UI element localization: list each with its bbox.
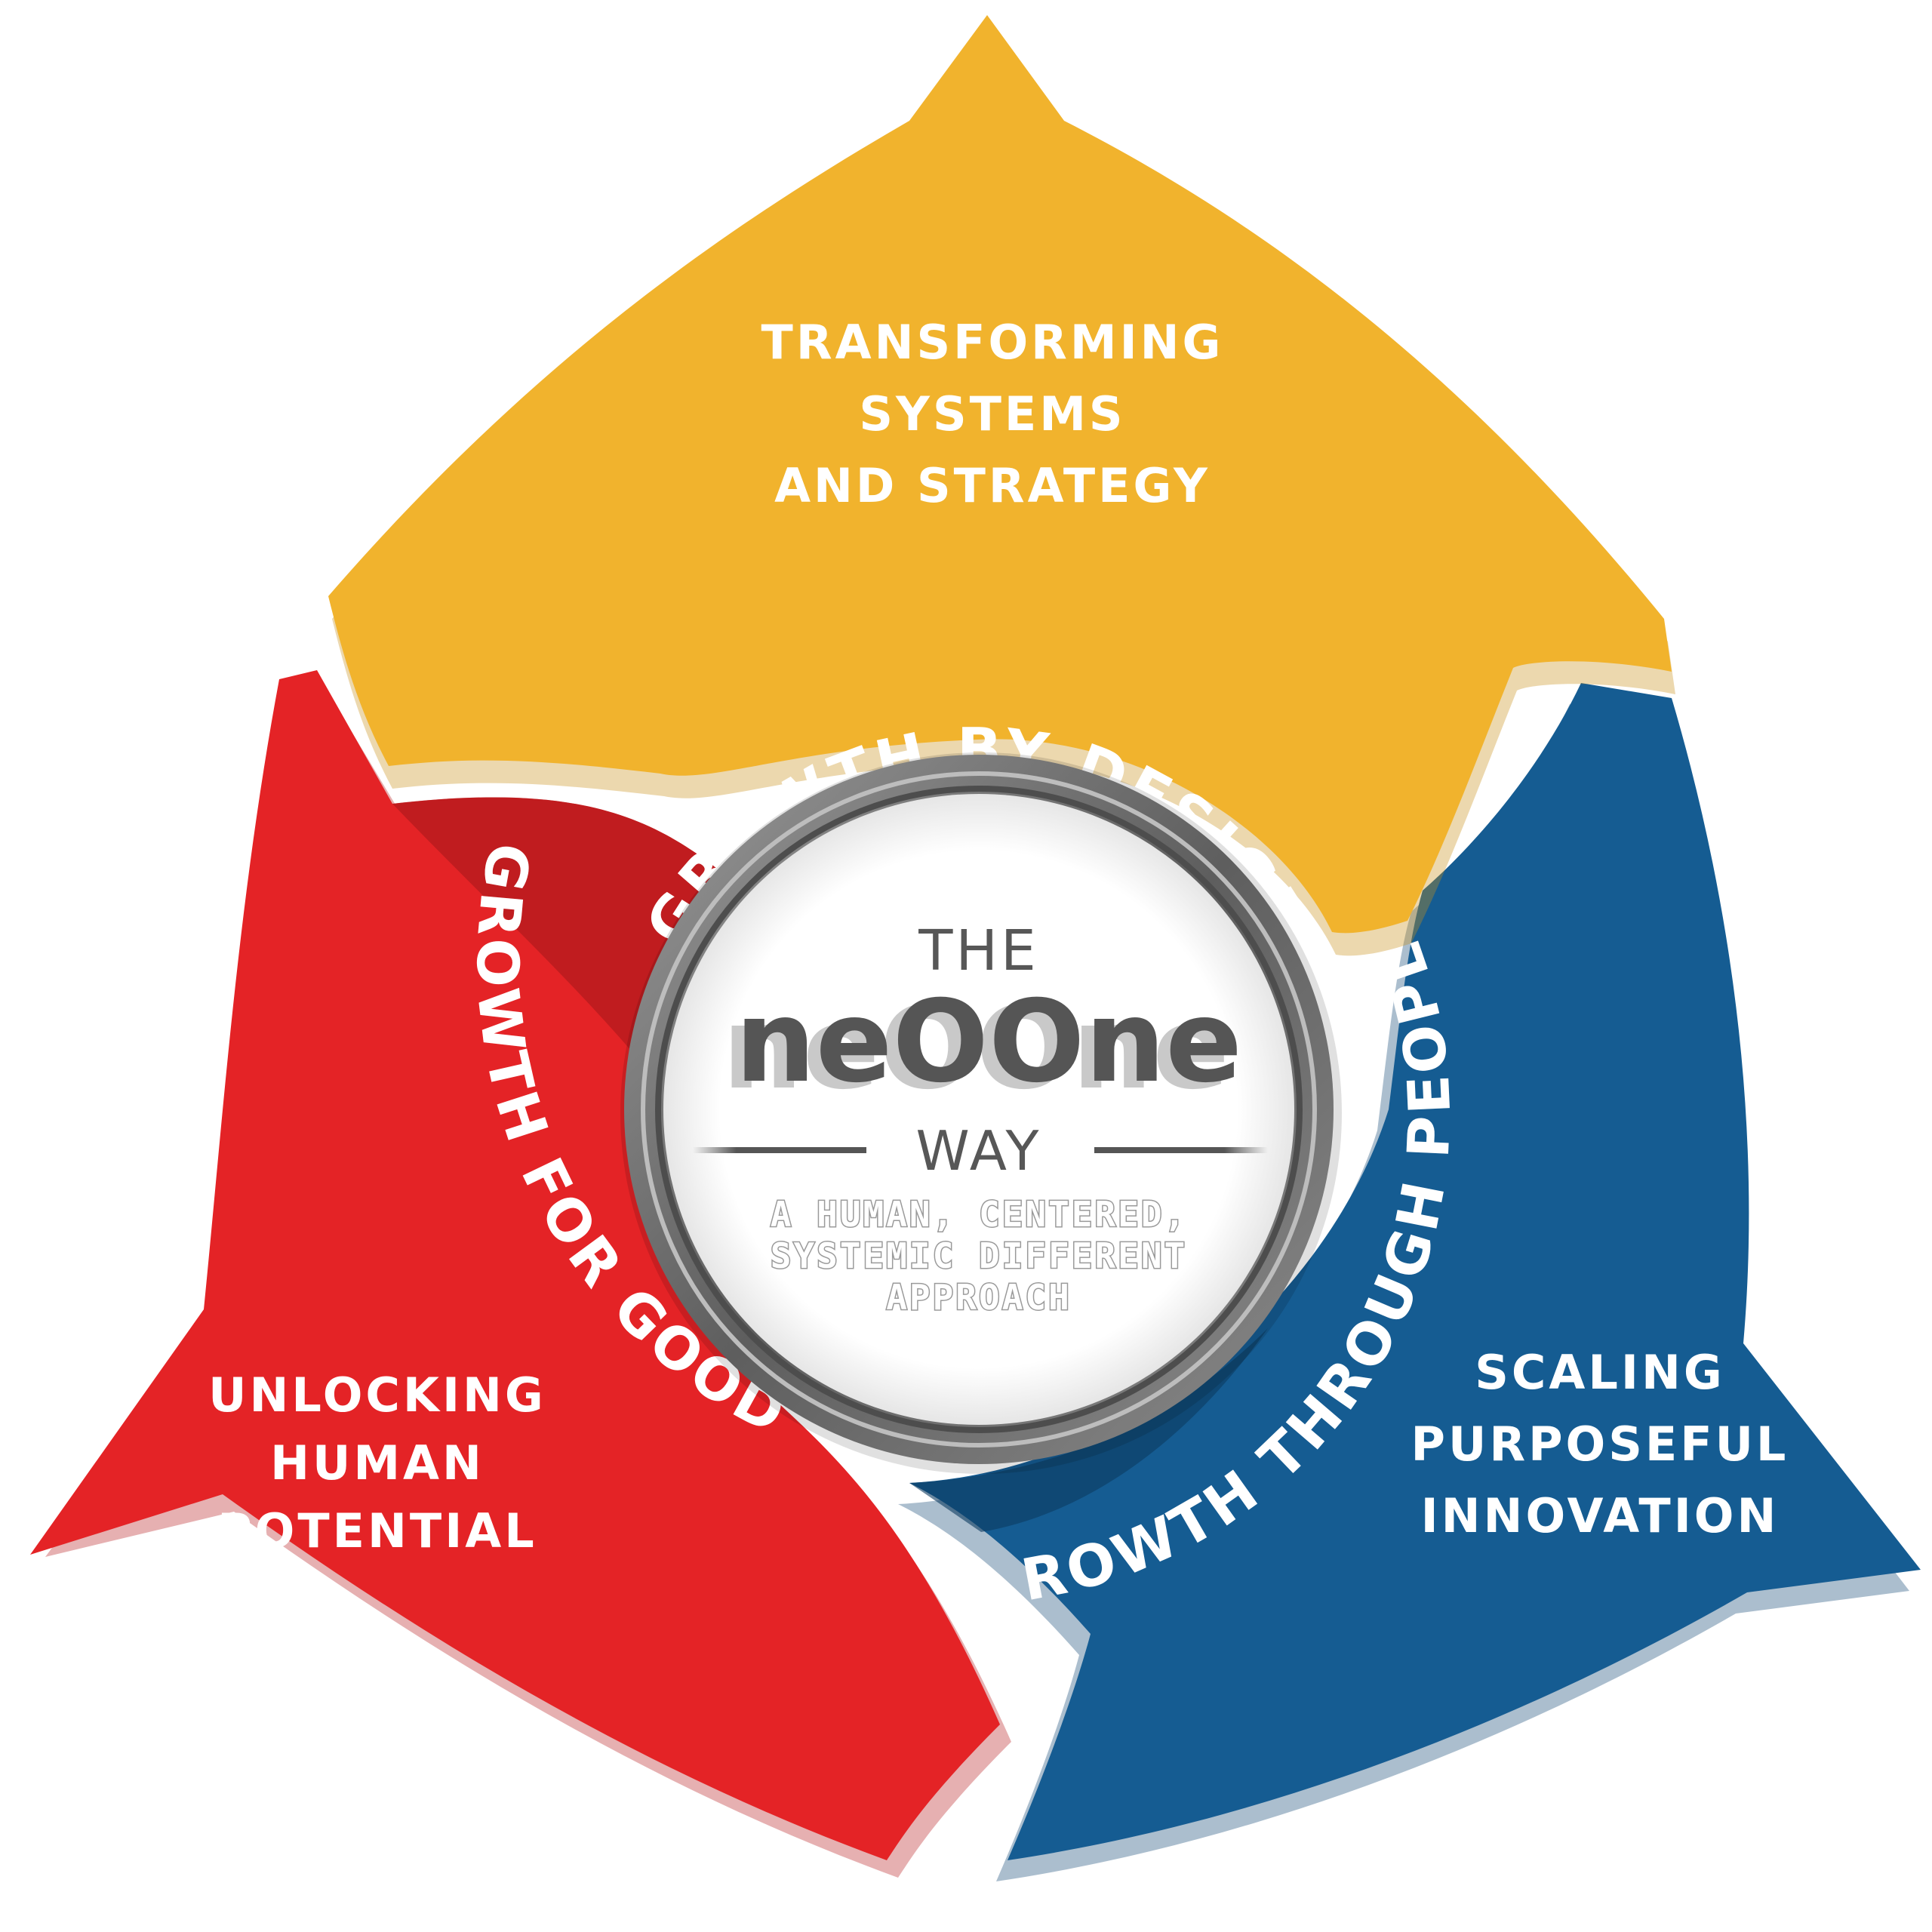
red-arrow-inner-shade	[392, 797, 721, 1072]
left-line-3: POTENTIAL	[217, 1503, 537, 1558]
tagline-line-2: SYSTEMIC DIFFERENT	[771, 1235, 1188, 1276]
left-description: UNLOCKING HUMAN POTENTIAL	[208, 1367, 546, 1558]
left-line-1: UNLOCKING	[208, 1367, 546, 1423]
center-way: WAY	[916, 1119, 1042, 1183]
tagline-line-1: A HUMAN, CENTERED,	[771, 1194, 1188, 1235]
center-brand-shadow: neOOne	[722, 983, 1229, 1115]
way-line-left	[693, 1147, 866, 1153]
center-disc	[663, 794, 1294, 1425]
center-badge: THE neOOne neOOne WAY A HUMAN, CENTERED,…	[620, 752, 1342, 1474]
top-line-3: AND STRATEGY	[774, 458, 1211, 513]
top-line-1: TRANSFORMING	[761, 315, 1224, 370]
top-description: TRANSFORMING SYSTEMS AND STRATEGY	[761, 315, 1224, 513]
yellow-arrow	[328, 15, 1672, 934]
center-the: THE	[918, 918, 1039, 983]
tagline-line-3: APPROACH	[886, 1277, 1072, 1318]
segment-growth-for-good	[30, 670, 1011, 1878]
right-description: SCALING PURPOSEFUL INNOVATION	[1411, 1345, 1789, 1543]
blue-arrow	[909, 683, 1921, 1860]
top-line-2: SYSTEMS	[859, 386, 1125, 441]
center-ring-highlight	[641, 771, 1317, 1447]
red-arrow	[30, 670, 1000, 1860]
center-ring-inner-edge	[655, 786, 1303, 1433]
blue-arrow-inner-shade	[909, 1328, 1268, 1532]
right-line-2: PURPOSEFUL	[1411, 1417, 1789, 1472]
segment-growth-through-people	[898, 683, 1921, 1881]
right-line-3: INNOVATION	[1421, 1488, 1780, 1543]
left-line-2: HUMAN	[270, 1435, 485, 1491]
segment-growth-by-design	[328, 15, 1675, 956]
way-line-right	[1094, 1147, 1268, 1153]
center-brand: neOOne	[735, 977, 1242, 1108]
right-line-1: SCALING	[1475, 1345, 1725, 1400]
